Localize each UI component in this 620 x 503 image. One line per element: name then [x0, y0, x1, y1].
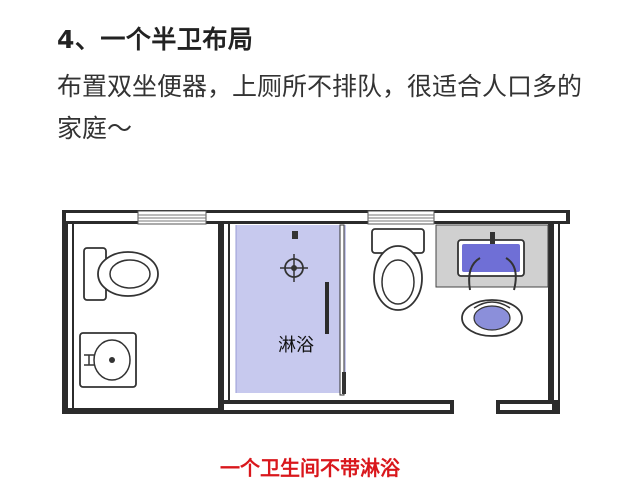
vanity-basin-water: [462, 244, 520, 272]
bottom-wall-left: [62, 408, 222, 414]
vanity-tap: [490, 232, 495, 244]
shower-glass-door: [339, 224, 345, 396]
partition-wall: [218, 224, 224, 414]
top-wall-inner: [66, 213, 566, 221]
shower-valve: [292, 231, 298, 239]
shower-area: [236, 225, 346, 393]
description-text: 布置双坐便器，上厕所不排队，很适合人口多的家庭～: [57, 72, 583, 143]
left-wall: [62, 224, 68, 414]
right-wall: [548, 224, 554, 414]
shower-drain-icon: [280, 254, 308, 282]
toilet-left-icon: [83, 247, 159, 301]
section-title: 4、一个半卫布局: [57, 25, 254, 54]
window-left: [137, 210, 207, 225]
person-figure-icon: [461, 257, 523, 337]
shower-door-handle: [325, 282, 329, 334]
toilet-right-icon: [371, 228, 425, 311]
door-post-left: [342, 372, 346, 394]
basin-left-icon: [79, 332, 137, 388]
caption-text: 一个卫生间不带淋浴: [220, 456, 400, 480]
window-right: [367, 210, 435, 225]
shower-label: 淋浴: [278, 335, 314, 356]
